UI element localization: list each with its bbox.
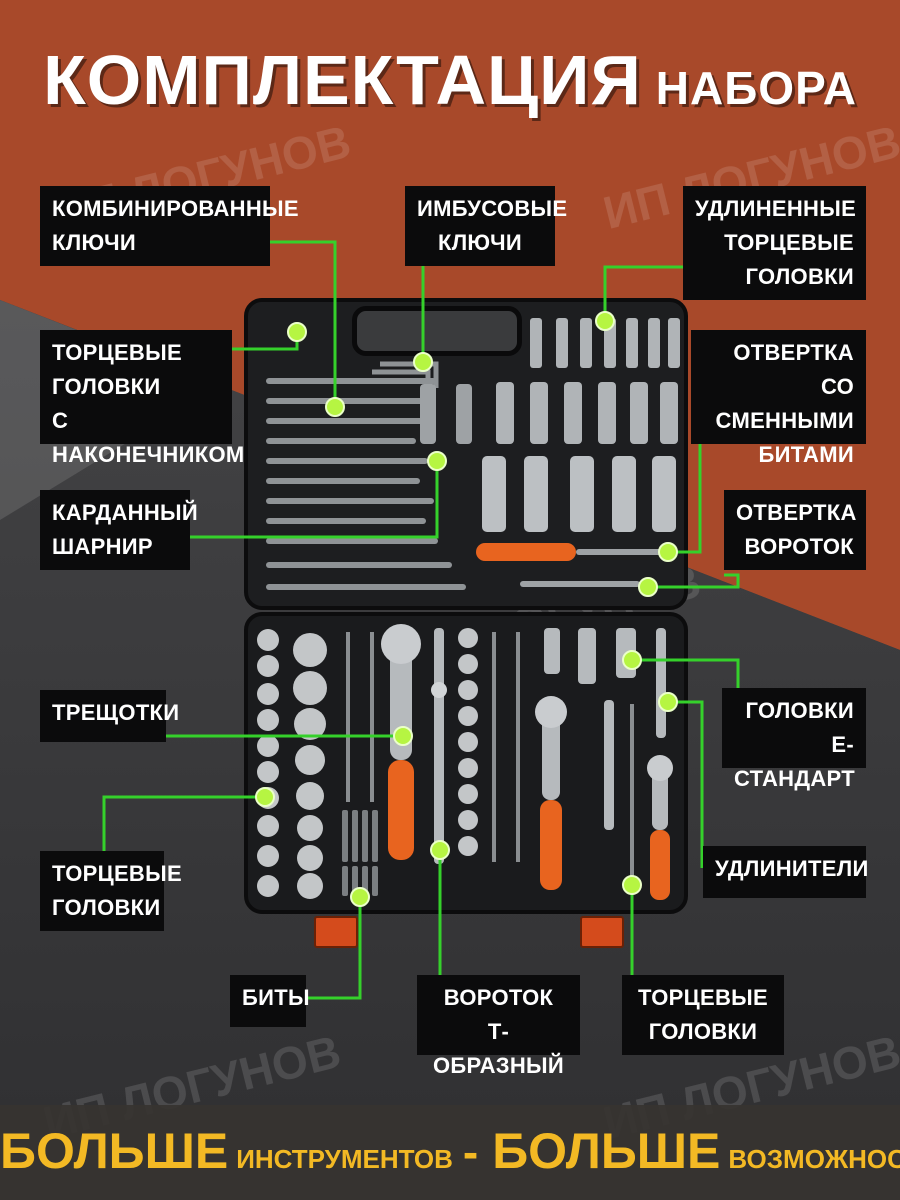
case-latch-right (580, 916, 624, 948)
label-universal-joint: КАРДАННЫЙ ШАРНИР (40, 490, 198, 570)
slogan-word-1: БОЛЬШЕ (0, 1123, 229, 1179)
label-sockets-left: ТОРЦЕВЫЕ ГОЛОВКИ (40, 851, 182, 931)
label-t-handle: ВОРОТОК Т-ОБРАЗНЫЙ (417, 975, 580, 1078)
screwdriver-icon (476, 543, 672, 587)
label-hex-keys: ИМБУСОВЫЕ КЛЮЧИ (405, 186, 567, 266)
slogan-dash: - (462, 1126, 479, 1178)
label-bit-screwdriver: ОТВЕРТКА СО СМЕННЫМИ БИТАМИ (691, 330, 866, 467)
case-handle (352, 306, 522, 356)
label-ratchets: ТРЕЩОТКИ (40, 690, 179, 742)
title-sub: НАБОРА (655, 62, 857, 114)
label-bit-sockets: ТОРЦЕВЫЕ ГОЛОВКИ С НАКОНЕЧНИКОМ (40, 330, 244, 467)
slogan-text-2: ВОЗМОЖНОСТЕЙ! (728, 1144, 900, 1174)
pointer-dots (255, 311, 678, 907)
label-e-sockets: ГОЛОВКИ E-СТАНДАРТ (722, 688, 866, 791)
bits-icon (342, 632, 634, 896)
deep-sockets-icon (482, 318, 680, 532)
label-extensions: УДЛИНИТЕЛИ (703, 846, 868, 898)
slogan-text-1: ИНСТРУМЕНТОВ (236, 1144, 453, 1174)
label-combination-wrenches: КОМБИНИРОВАННЫЕ КЛЮЧИ (40, 186, 299, 266)
extensions-icon (544, 628, 666, 830)
sockets-middle-icon (458, 628, 478, 856)
slogan-band (0, 1105, 900, 1200)
label-screwdriver-wrench: ОТВЕРТКА ВОРОТОК (724, 490, 866, 570)
slogan-word-2: БОЛЬШЕ (492, 1123, 721, 1179)
title-main: КОМПЛЕКТАЦИЯ (43, 41, 642, 119)
sockets-left-icon (257, 629, 327, 899)
case-latch-left (314, 916, 358, 948)
universal-joint-icon (420, 384, 472, 444)
t-handle-icon (431, 628, 447, 864)
combination-wrenches-icon (266, 378, 466, 590)
label-sockets-bottom: ТОРЦЕВЫЕ ГОЛОВКИ (622, 975, 784, 1055)
label-bits: БИТЫ (230, 975, 310, 1027)
label-deep-sockets: УДЛИНЕННЫЕ ТОРЦЕВЫЕ ГОЛОВКИ (683, 186, 866, 300)
